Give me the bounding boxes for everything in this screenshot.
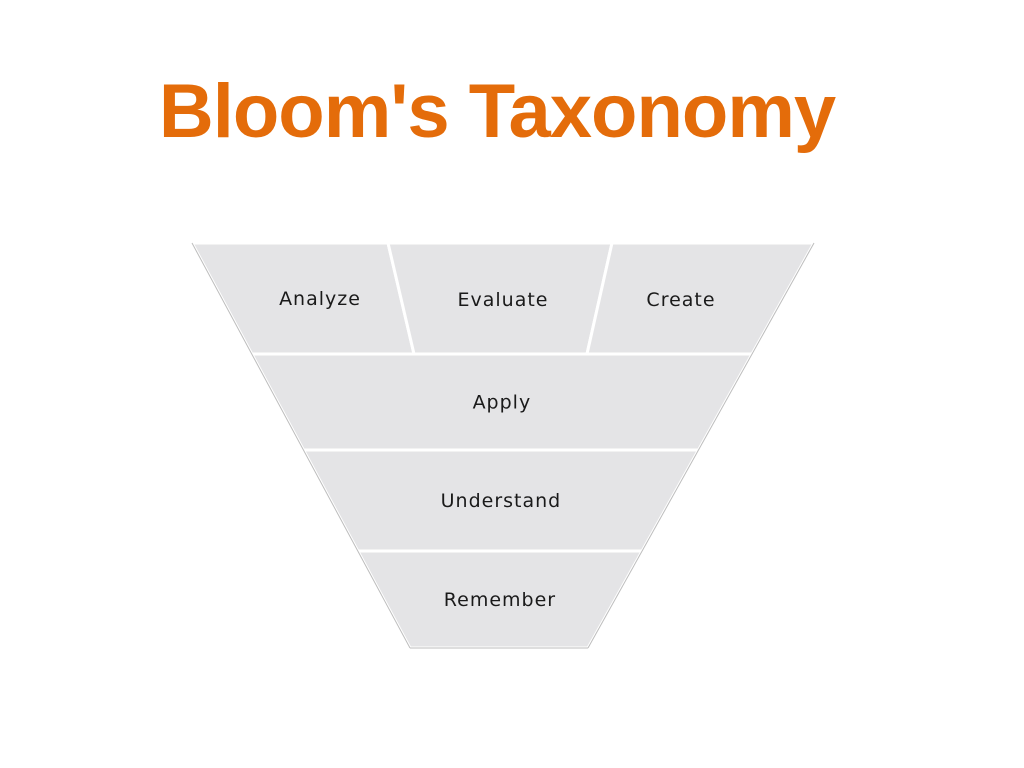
tier-label-create: Create xyxy=(646,289,715,311)
tier-label-evaluate: Evaluate xyxy=(458,289,549,311)
tier-label-understand: Understand xyxy=(441,490,562,512)
tier-label-analyze: Analyze xyxy=(279,288,361,310)
slide-title: Bloom's Taxonomy xyxy=(158,69,836,154)
pyramid-right-edge xyxy=(587,242,815,649)
tier-label-apply: Apply xyxy=(473,392,532,414)
tier-label-remember: Remember xyxy=(444,589,556,611)
pyramid-left-edge xyxy=(191,242,411,649)
